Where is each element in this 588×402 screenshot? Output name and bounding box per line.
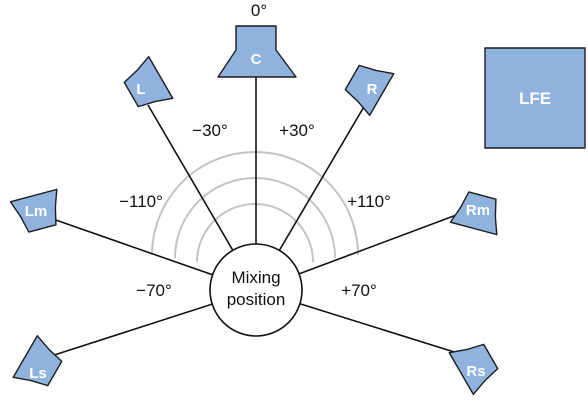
speaker-lm-icon [9,188,58,233]
mixing-position-line1: Mixing [231,268,280,287]
speaker-rs-label: Rs [466,363,485,380]
speaker-l-icon [123,56,174,108]
angle-label-rs: +70° [341,281,377,300]
speaker-lm-label: Lm [25,203,48,220]
angle-label-rm: +110° [347,192,391,211]
speaker-rm-icon [449,191,498,236]
speaker-l-label: L [136,81,145,98]
speaker-c: C [217,25,297,78]
speaker-rm: Rm [449,191,498,236]
angle-label-lm: −110° [119,192,163,211]
lfe-label: LFE [519,89,551,108]
arc-inner [196,203,314,263]
lfe-icon [484,47,586,149]
speaker-rs-icon [448,343,499,395]
speaker-l: L [123,56,174,108]
speaker-c-icon [217,25,297,78]
speaker-r-label: R [367,81,378,98]
arc-outer [151,151,359,256]
angle-labels: 0° −30° +30° −110° +110° −70° +70° [119,1,391,300]
speaker-r: R [344,64,395,116]
angle-label-l: −30° [192,121,228,140]
angle-label-c: 0° [251,1,267,20]
speaker-c-label: C [251,51,262,68]
speaker-lm: Lm [9,188,58,233]
speaker-rm-label: Rm [466,202,490,219]
angle-arcs [151,151,359,263]
angle-label-r: +30° [279,121,315,140]
mixing-position-line2: position [227,290,286,309]
speaker-ls: Ls [12,335,63,387]
lfe-box: LFE [484,47,586,149]
speaker-ls-icon [12,335,63,387]
speaker-ls-label: Ls [29,365,47,382]
mixing-position: Mixing position [209,243,303,337]
speaker-rs: Rs [448,343,499,395]
arc-middle [174,177,336,259]
speaker-r-icon [344,64,395,116]
mixing-position-circle [209,243,303,337]
angle-label-ls: −70° [136,281,172,300]
